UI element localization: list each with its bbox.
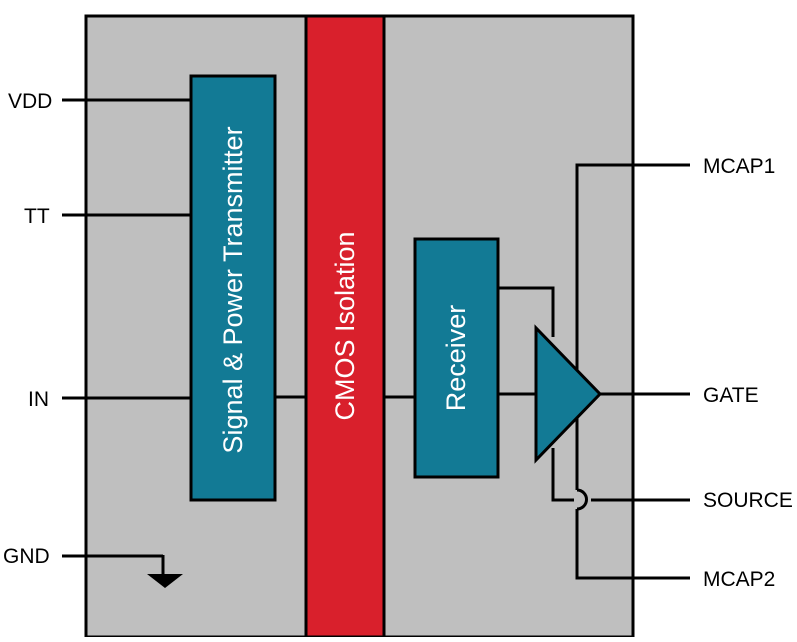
ground-icon <box>147 574 183 588</box>
rx-supply-wire <box>498 286 555 337</box>
pin-label-source: SOURCE <box>703 489 793 512</box>
transmitter-block <box>189 74 277 502</box>
mcap-jumper <box>576 488 588 511</box>
pin-label-gnd: GND <box>3 545 50 568</box>
gate-driver-triangle <box>534 324 603 464</box>
pin-label-mcap2: MCAP2 <box>703 568 775 591</box>
pin-label-tt: TT <box>24 205 50 228</box>
receiver-block <box>413 237 500 479</box>
pin-label-vdd: VDD <box>8 90 52 113</box>
isolation-label: CMOS Isolation <box>330 231 360 420</box>
pin-label-gate: GATE <box>703 384 759 407</box>
source-wire <box>551 448 574 502</box>
receiver-label: Receiver <box>441 305 471 412</box>
pin-label-in: IN <box>28 388 49 411</box>
mcap2-wire <box>575 509 690 580</box>
pin-label-mcap1: MCAP1 <box>703 155 775 178</box>
transmitter-label: Signal & Power Transmitter <box>218 126 248 453</box>
